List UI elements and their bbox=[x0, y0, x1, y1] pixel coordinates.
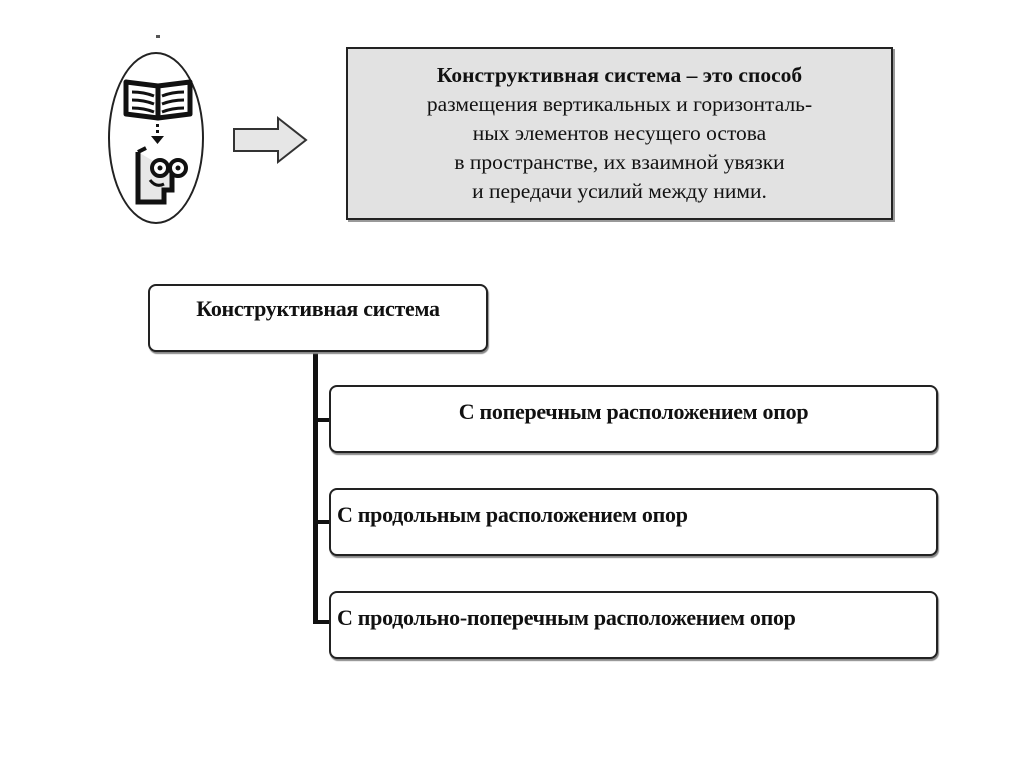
definition-line-4: в пространстве, их взаимной увязки bbox=[454, 150, 785, 174]
tree-child-node-mixed: С продольно-поперечным расположением опо… bbox=[329, 591, 938, 659]
definition-line-5: и передачи усилий между ними. bbox=[472, 179, 767, 203]
down-dotted-arrow-icon bbox=[151, 124, 164, 144]
reader-character-icon bbox=[135, 146, 188, 205]
icon-oval-frame bbox=[108, 52, 204, 224]
tree-child-node-longitudinal: С продольным расположением опор bbox=[329, 488, 938, 556]
tree-connector-vertical bbox=[313, 352, 318, 624]
definition-text-1: это способ bbox=[702, 63, 803, 87]
right-arrow-icon bbox=[233, 115, 308, 165]
book-reader-illustration bbox=[123, 79, 193, 205]
definition-box: Конструктивная система – это способ разм… bbox=[346, 47, 893, 220]
tree-child-node-transverse: С поперечным расположением опор bbox=[329, 385, 938, 453]
definition-term: Конструктивная система bbox=[436, 63, 682, 87]
definition-dash: – bbox=[681, 63, 703, 87]
tree-connector-branch-3 bbox=[313, 620, 331, 624]
definition-line-2: размещения вертикальных и горизонталь- bbox=[426, 92, 813, 116]
definition-line-3: ных элементов несущего остова bbox=[472, 121, 767, 145]
tree-connector-branch-2 bbox=[313, 520, 331, 524]
stray-mark bbox=[156, 35, 160, 38]
tree-connector-branch-1 bbox=[313, 418, 331, 422]
definition-line-1: Конструктивная система – это способ bbox=[348, 61, 891, 90]
tree-root-node: Конструктивная система bbox=[148, 284, 488, 352]
open-book-icon bbox=[123, 79, 193, 121]
